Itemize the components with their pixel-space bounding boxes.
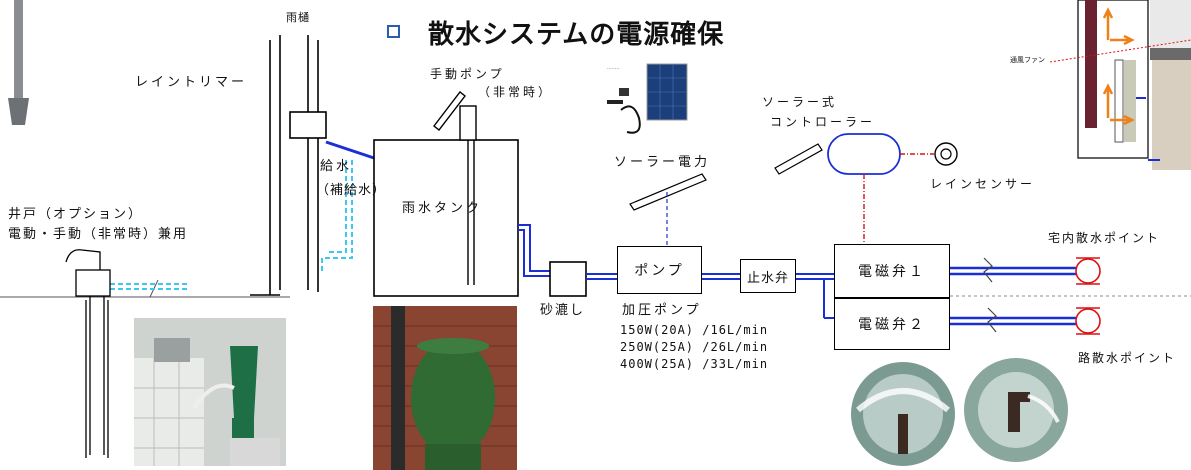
- page-title: 散水システムの電源確保: [387, 14, 724, 51]
- label-sand-filter: 砂漉し: [540, 303, 586, 318]
- rain-barrel-photo: [373, 306, 517, 470]
- label-supply-water-note: （補給水）: [316, 183, 387, 198]
- svg-text:········: ········: [607, 66, 620, 72]
- sprinkler-pipes: [950, 266, 1076, 326]
- pressure-pump-spec-2: 250W(25A) /26L/min: [620, 340, 769, 354]
- pressure-pump-title: 加圧ポンプ: [622, 303, 702, 318]
- label-well: 井戸（オプション）: [8, 207, 144, 222]
- stop-valve-box: 止水弁: [740, 259, 796, 293]
- pressure-pump-spec-1: 150W(20A) /16L/min: [620, 323, 769, 337]
- ventilation-illustration: [1049, 0, 1191, 170]
- supply-pipe: [325, 140, 381, 162]
- hand-pump: [433, 91, 477, 285]
- label-outdoor-point: 路散水ポイント: [1078, 351, 1177, 365]
- well: [65, 249, 111, 458]
- label-well-note: 電動・手動（非常時）兼用: [8, 227, 189, 242]
- rain-tank: [373, 139, 519, 297]
- solenoid-valve-1-box: 電磁弁１: [834, 244, 950, 298]
- label-hand-pump-note: （非常時）: [478, 85, 554, 99]
- pressure-pump-specs: 150W(20A) /16L/min 250W(25A) /26L/min 40…: [620, 322, 768, 373]
- pump-box: ポンプ: [617, 246, 702, 294]
- controller-panel-icon: [774, 143, 823, 175]
- solenoid-valve-2-box: 電磁弁２: [834, 298, 950, 350]
- dashed-supply-pipe: [110, 160, 353, 290]
- label-solar-controller-2: コントローラー: [770, 115, 876, 129]
- label-rain-sensor: レインセンサー: [930, 177, 1036, 191]
- solar-panel-icon: [629, 173, 707, 211]
- label-solar-controller-1: ソーラー式: [762, 95, 838, 109]
- title-bullet-icon: [387, 25, 400, 38]
- sprinkler-photo: [848, 352, 1070, 470]
- tank-outlet-pipe: [518, 224, 550, 277]
- label-rain-tank: 雨水タンク: [402, 201, 483, 216]
- label-hand-pump: 手動ポンプ: [430, 67, 505, 81]
- label-indoor-point: 宅内散水ポイント: [1048, 231, 1161, 245]
- sprinkler-head-outdoor: [1075, 307, 1101, 335]
- label-supply-water: 給水: [320, 159, 353, 174]
- sprinkler-head-indoor: [1075, 257, 1101, 285]
- label-rain-trimmer: レイントリマー: [135, 75, 248, 90]
- gutter-wall: [250, 35, 327, 296]
- sand-filter-box: [549, 261, 587, 297]
- solar-panel-photo: ········: [603, 60, 689, 150]
- label-gutter: 雨樋: [286, 11, 310, 24]
- label-ventilation-fan: 通風ファン: [1010, 56, 1045, 64]
- pressure-pump-spec-3: 400W(25A) /33L/min: [620, 357, 769, 371]
- light-post: [8, 0, 29, 125]
- well-pump-photo: [134, 318, 286, 466]
- controller-body: [827, 133, 901, 175]
- label-solar-power: ソーラー電力: [614, 155, 711, 170]
